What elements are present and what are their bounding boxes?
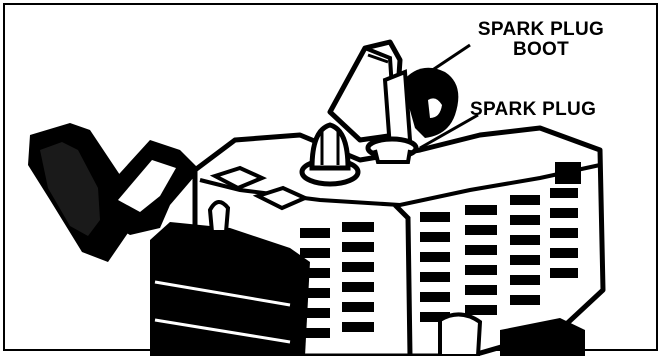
primer-bulb [302,125,358,184]
spark-plug [368,139,416,162]
spark-plug-boot-label-line2: BOOT [462,40,620,60]
spark-plug-boot-label: SPARK PLUG BOOT [462,20,620,60]
throttle-trigger [100,140,200,235]
spark-plug-boot-label-line1: SPARK PLUG [462,20,620,40]
spark-plug-boot [385,68,458,148]
spark-plug-label: SPARK PLUG [470,100,630,120]
